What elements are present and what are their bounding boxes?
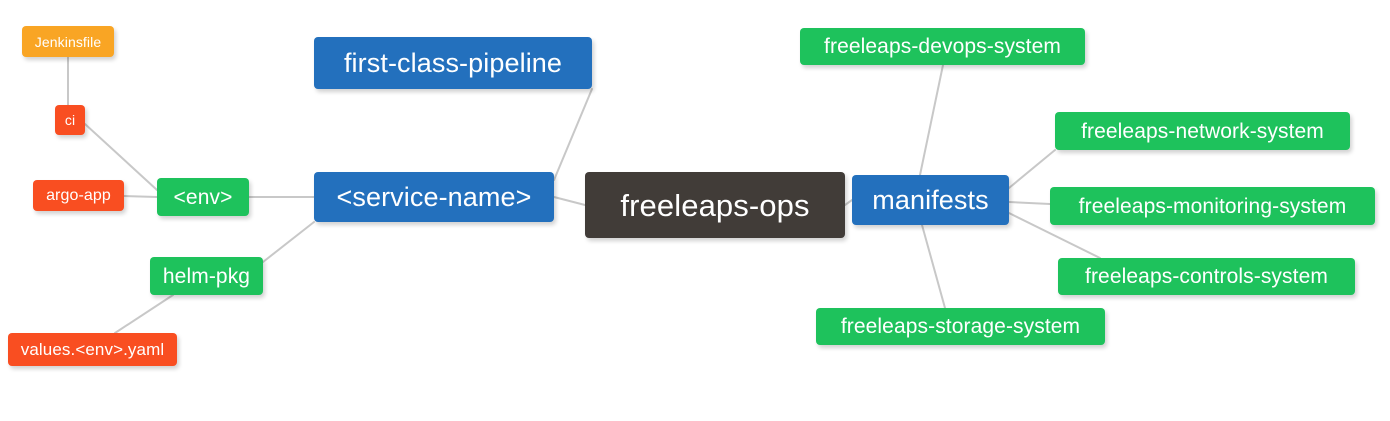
- mindmap-edge: [553, 88, 593, 181]
- mindmap-edge: [84, 123, 158, 191]
- mindmap-edge: [1008, 201, 1051, 205]
- mindmap-node-freeleaps-devops-system[interactable]: freeleaps-devops-system: [800, 28, 1085, 65]
- mindmap-edge: [919, 64, 944, 176]
- mindmap-node-argo-app[interactable]: argo-app: [33, 180, 124, 211]
- mindmap-node-values-env-yaml[interactable]: values.<env>.yaml: [8, 333, 177, 366]
- mindmap-node-jenkinsfile[interactable]: Jenkinsfile: [22, 26, 114, 57]
- mindmap-node-freeleaps-ops[interactable]: freeleaps-ops: [585, 172, 845, 238]
- mindmap-node-ci[interactable]: ci: [55, 105, 85, 135]
- mindmap-node-freeleaps-storage-system[interactable]: freeleaps-storage-system: [816, 308, 1105, 345]
- mindmap-edge: [844, 199, 853, 206]
- mindmap-node-helm-pkg[interactable]: helm-pkg: [150, 257, 263, 295]
- mindmap-edge: [114, 294, 174, 334]
- mindmap-node-manifests[interactable]: manifests: [852, 175, 1009, 225]
- mindmap-edge: [262, 221, 315, 263]
- mindmap-edge: [123, 195, 158, 198]
- mindmap-edge: [553, 196, 586, 206]
- mindmap-edge: [921, 224, 946, 309]
- mindmap-node-service-name[interactable]: <service-name>: [314, 172, 554, 222]
- mindmap-node-freeleaps-controls-system[interactable]: freeleaps-controls-system: [1058, 258, 1355, 295]
- mindmap-edge: [1008, 212, 1101, 259]
- mindmap-node-freeleaps-monitoring-system[interactable]: freeleaps-monitoring-system: [1050, 187, 1375, 225]
- mindmap-node-first-class-pipeline[interactable]: first-class-pipeline: [314, 37, 592, 89]
- mindmap-node-env[interactable]: <env>: [157, 178, 249, 216]
- mindmap-edge: [1008, 149, 1056, 189]
- mindmap-node-freeleaps-network-system[interactable]: freeleaps-network-system: [1055, 112, 1350, 150]
